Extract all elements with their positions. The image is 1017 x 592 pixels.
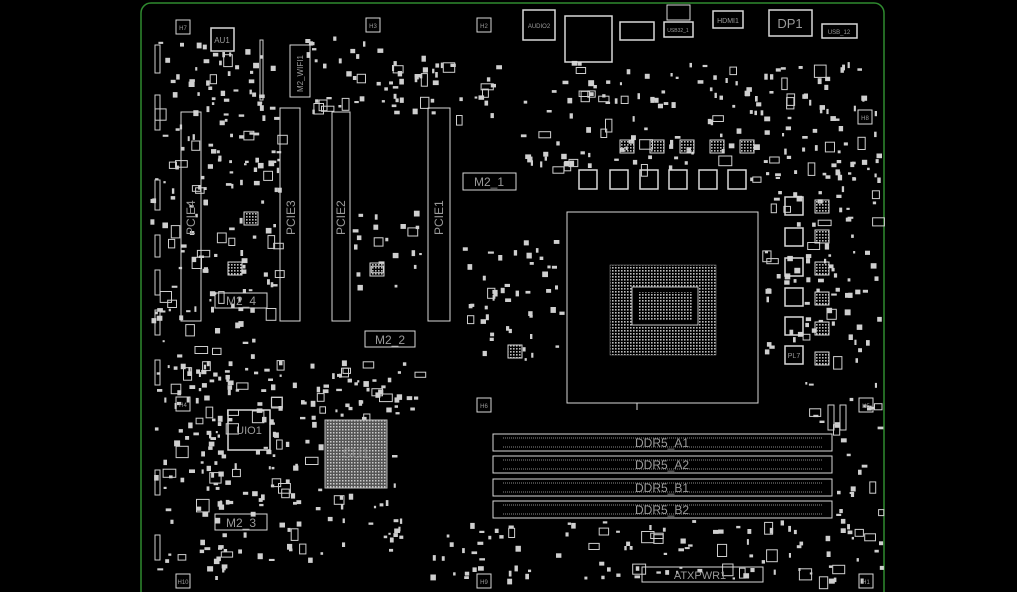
mounting-hole-h3[interactable]: H3	[365, 17, 381, 33]
mosfet	[507, 344, 523, 359]
board-outline	[140, 2, 885, 592]
pcie4-slot[interactable]: PCIE4	[180, 111, 202, 322]
pcie1-label: PCIE1	[432, 200, 446, 235]
pcie3-slot[interactable]: PCIE3	[279, 107, 301, 322]
mosfet	[679, 139, 695, 154]
mounting-hole-h7[interactable]: H7	[175, 19, 191, 35]
su1-label: SU1	[342, 445, 369, 461]
mosfet	[649, 139, 665, 154]
hole-label: H5	[862, 404, 870, 410]
mosfet	[709, 139, 725, 154]
hole-label: H10	[177, 580, 189, 586]
inductor	[727, 169, 747, 190]
mounting-hole-h10[interactable]: H10	[175, 573, 191, 589]
pcie4-label: PCIE4	[184, 200, 198, 235]
inductor	[698, 169, 718, 190]
hole-label: H3	[369, 24, 377, 30]
au1-label: AU1	[214, 36, 230, 45]
inductor	[784, 287, 804, 307]
mounting-hole-h6[interactable]: H6	[476, 397, 492, 413]
major-components	[227, 139, 830, 366]
inductor	[784, 196, 804, 216]
hole-label: H4	[179, 403, 187, 409]
pcie2-slot[interactable]: PCIE2	[331, 111, 351, 322]
inductor	[784, 227, 804, 247]
inductor	[784, 257, 804, 277]
m2-2-label: M2_2	[375, 333, 405, 347]
mosfet	[814, 199, 830, 214]
hdmi1-connector[interactable]: HDMI1	[712, 10, 744, 29]
uio1-chip[interactable]: UIO1	[227, 409, 271, 451]
hole-label: H2	[480, 24, 488, 30]
mosfet	[814, 351, 830, 366]
mounting-hole-h4[interactable]: H4	[175, 396, 191, 412]
pl7-label: PL7	[788, 353, 801, 360]
mounting-hole-h2[interactable]: H2	[476, 17, 492, 33]
inductor	[668, 169, 688, 190]
mounting-hole-h9[interactable]: H9	[476, 573, 492, 589]
mosfet	[814, 291, 830, 306]
m2-3-connector[interactable]: M2_3	[214, 513, 268, 531]
usb32-1-label: USB32_1	[667, 28, 689, 34]
dimm-slot-ddr5_a1[interactable]: DDR5_A1	[492, 433, 833, 452]
mounting-hole-h8[interactable]: H8	[857, 109, 873, 125]
dimm-slot-ddr5_b2[interactable]: DDR5_B2	[492, 500, 833, 519]
dp1-label: DP1	[777, 16, 802, 31]
dimm-label: DDR5_A2	[635, 458, 689, 472]
inductor	[578, 169, 598, 190]
pl7-inductor[interactable]: PL7	[784, 345, 804, 365]
m2-4-label: M2_4	[226, 294, 256, 308]
mosfet	[227, 261, 243, 276]
dimm-label: DDR5_B2	[635, 503, 689, 517]
inductor	[609, 169, 629, 190]
atxpwr1-connector[interactable]: ATXPWR1	[641, 566, 764, 583]
cpu-socket[interactable]	[566, 211, 759, 410]
pcie3-label: PCIE3	[284, 200, 298, 235]
m2-1-label: M2_1	[474, 175, 504, 189]
mounting-hole-h5[interactable]: H5	[858, 397, 874, 413]
audio2-connector[interactable]: AUDIO2	[522, 9, 556, 41]
m2-1-connector[interactable]: M2_1	[462, 172, 517, 191]
dimm-label: DDR5_B1	[635, 481, 689, 495]
audio2-label: AUDIO2	[528, 24, 551, 30]
dp1-connector[interactable]: DP1	[768, 9, 813, 37]
dimm-slot-ddr5_b1[interactable]: DDR5_B1	[492, 478, 833, 497]
mounting-hole-h1[interactable]: H1	[858, 573, 874, 589]
small-components	[150, 36, 885, 590]
uio1-label: UIO1	[236, 425, 262, 437]
dimm-slot-ddr5_a2[interactable]: DDR5_A2	[492, 455, 833, 474]
m2-wifi-connector[interactable]: M2_WIFI1	[289, 44, 311, 98]
hdmi1-label: HDMI1	[717, 18, 739, 25]
m2-4-connector[interactable]: M2_4	[214, 292, 268, 309]
hole-label: H9	[480, 580, 488, 586]
mosfet	[814, 229, 830, 244]
rear-io-lan[interactable]	[564, 15, 655, 63]
mosfet	[739, 139, 755, 154]
au1-chip[interactable]: AU1	[210, 27, 235, 52]
hole-label: H6	[480, 404, 488, 410]
inductor	[784, 316, 804, 336]
inductor	[639, 169, 659, 190]
mosfet	[369, 262, 385, 277]
m2-wifi-label: M2_WIFI1	[296, 55, 305, 92]
usb32-1-connector[interactable]: USB32_1	[663, 4, 694, 38]
mosfet	[814, 321, 830, 336]
pcie2-label: PCIE2	[334, 200, 348, 235]
hole-label: H7	[179, 26, 187, 32]
dimm-label: DDR5_A1	[635, 436, 689, 450]
m2-3-label: M2_3	[226, 516, 256, 530]
su1-chipset[interactable]: SU1	[324, 419, 388, 489]
usb-12-connector[interactable]: USB_12	[821, 23, 858, 39]
m2-2-connector[interactable]: M2_2	[364, 330, 416, 348]
mosfet	[814, 261, 830, 276]
hole-label: H8	[861, 116, 869, 122]
mosfet	[243, 211, 259, 226]
hole-label: H1	[862, 580, 870, 586]
pcie1-slot[interactable]: PCIE1	[427, 107, 451, 322]
atxpwr1-label: ATXPWR1	[674, 570, 726, 582]
mosfet	[619, 139, 635, 154]
usb-12-label: USB_12	[828, 30, 851, 36]
